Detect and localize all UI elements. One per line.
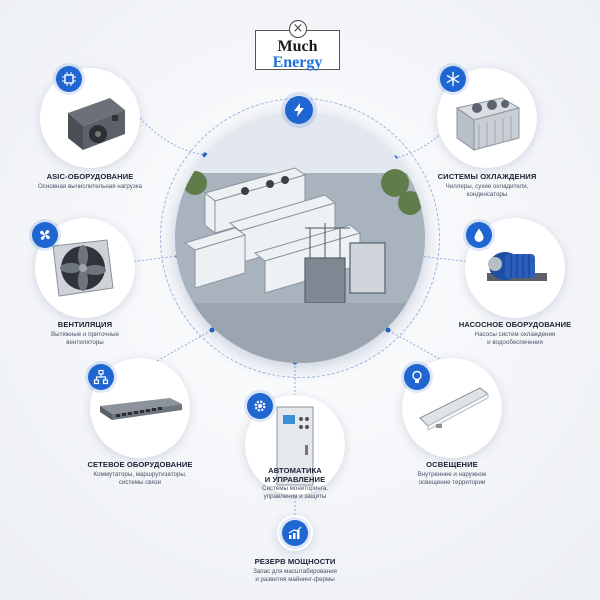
snowflake-icon — [440, 66, 466, 92]
fan-icon — [32, 222, 58, 248]
network-desc-line-2: системы связи — [118, 479, 162, 487]
reserve-desc-line-2: и развития майнинг-фермы — [255, 576, 335, 584]
lighting-title: ОСВЕЩЕНИЕ — [426, 460, 478, 469]
network-icon — [88, 364, 114, 390]
water-drop-icon — [466, 222, 492, 248]
asic-title: ASIC-ОБОРУДОВАНИЕ — [46, 172, 134, 181]
ventilation-desc-line-2: вентиляторы — [66, 339, 104, 347]
lighting-desc-line-2: освещение территории — [418, 479, 486, 487]
cooling-desc: Чиллеры, сухие охладители, конденсаторы — [417, 183, 557, 200]
reserve-desc-line-1: Запас для масштабирования — [253, 568, 337, 575]
asic-equipment-image — [40, 68, 140, 168]
growth-chart-icon — [282, 520, 308, 546]
cooling-desc-line-1: Чиллеры, сухие охладители, — [445, 183, 529, 190]
network-title: СЕТЕВОЕ ОБОРУДОВАНИЕ — [87, 460, 193, 469]
pump-desc: Насосы систем охлаждения и водообеспечен… — [445, 331, 585, 348]
automation-title-line-2: И УПРАВЛЕНИЕ — [264, 475, 326, 485]
gear-icon — [247, 393, 273, 419]
cooling-desc-line-2: конденсаторы — [466, 191, 508, 199]
logo-line-2: Energy — [272, 54, 323, 71]
chip-icon — [56, 66, 82, 92]
reserve-desc: Запас для масштабирования и развития май… — [225, 568, 365, 585]
x-circle-icon: × — [289, 20, 307, 38]
lighting-desc-line-1: Внутреннее и наружное — [417, 471, 487, 478]
logo-line-1: Much — [277, 38, 318, 55]
cooling-system-image — [437, 68, 537, 168]
automation-title: АВТОМАТИКА И УПРАВЛЕНИЕ — [235, 466, 355, 485]
automation-desc-line-1: Системы мониторинга, — [261, 485, 328, 492]
ventilation-desc: Вытяжные и приточные вентиляторы — [15, 331, 155, 348]
reserve-title: РЕЗЕРВ МОЩНОСТИ — [254, 557, 336, 566]
network-desc: Коммутаторы, маршрутизаторы, системы свя… — [70, 471, 210, 488]
substation-photo — [175, 113, 425, 363]
lighting-desc: Внутреннее и наружное освещение территор… — [382, 471, 522, 488]
asic-desc: Основная вычислительная нагрузка — [37, 183, 143, 190]
network-desc-line-1: Коммутаторы, маршрутизаторы, — [93, 471, 187, 478]
cooling-title: СИСТЕМЫ ОХЛАЖДЕНИЯ — [437, 172, 537, 181]
pump-desc-line-2: и водообеспечения — [487, 339, 543, 347]
automation-desc-line-2: управления и защиты — [263, 493, 327, 501]
automation-title-line-1: АВТОМАТИКА — [268, 466, 322, 475]
lightning-icon — [285, 96, 313, 124]
lightbulb-icon — [404, 364, 430, 390]
pump-desc-line-1: Насосы систем охлаждения — [474, 331, 556, 338]
automation-desc: Системы мониторинга, управления и защиты — [225, 485, 365, 502]
ventilation-title: ВЕНТИЛЯЦИЯ — [57, 320, 113, 329]
pump-title: НАСОСНОЕ ОБОРУДОВАНИЕ — [458, 320, 572, 329]
ventilation-desc-line-1: Вытяжные и приточные — [51, 331, 119, 338]
brand-logo: × Much Energy — [255, 20, 340, 72]
